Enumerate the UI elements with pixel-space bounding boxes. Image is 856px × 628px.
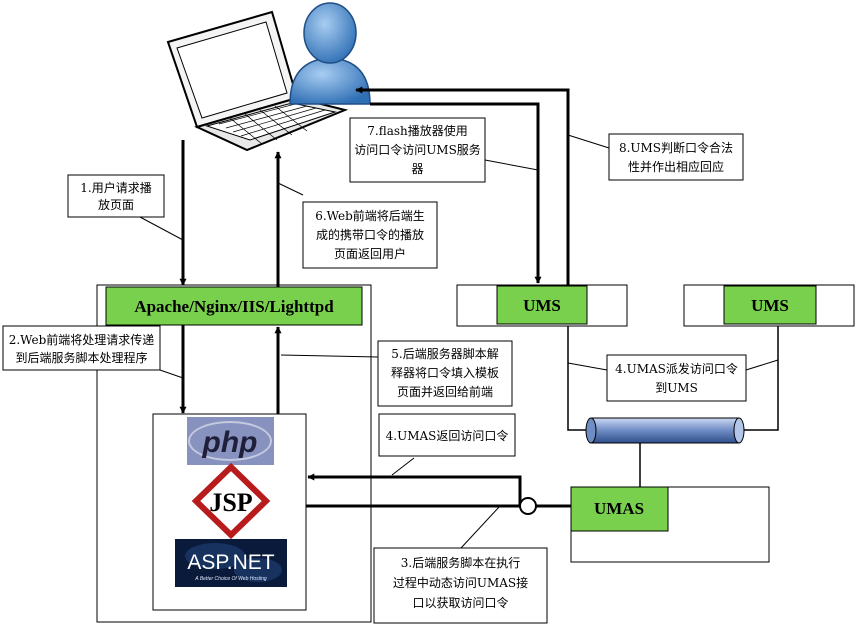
ums-label-1: UMS xyxy=(523,296,561,315)
user-icon xyxy=(289,2,371,105)
callout-step5-line3: 页面并返回给前端 xyxy=(397,384,493,399)
callout-step3: 3.后端服务脚本在执行 过程中动态访问UMAS接 口以获取访问口令 xyxy=(373,547,548,624)
callout-step6-line1: 6.Web前端将后端生 xyxy=(315,208,425,223)
arrow-step7 xyxy=(370,102,542,284)
callout-step7-line3: 器 xyxy=(411,162,423,176)
jsp-logo: JSP xyxy=(191,462,271,540)
callout-step3-line3: 口以获取访问口令 xyxy=(412,595,508,610)
ums-node-2 xyxy=(723,285,817,325)
callout-step7-line2: 访问口令访问UMS服务 xyxy=(354,142,481,157)
junction-node xyxy=(519,497,537,515)
web-server-node xyxy=(105,286,363,326)
callout-step3-line2: 过程中动态访问UMAS接 xyxy=(393,575,528,590)
callout-step8-line2: 性并作出相应回应 xyxy=(628,159,724,174)
line-ums2-db xyxy=(744,326,779,431)
callout-step6: 6.Web前端将后端生 成的携带口令的播放 页面返回用户 xyxy=(302,201,438,269)
callout-step6-line3: 页面返回用户 xyxy=(334,246,406,261)
callout-leaders xyxy=(139,134,779,549)
aspnet-logo: ASP.NET A Better Choice Of Web Hosting xyxy=(175,539,287,587)
arrow-step4-return xyxy=(307,473,522,505)
callout-step7: 7.flash播放器使用 访问口令访问UMS服务 器 xyxy=(349,117,486,183)
php-logo: php xyxy=(187,417,274,465)
callout-step6-line2: 成的携带口令的播放 xyxy=(316,227,424,242)
umas-node xyxy=(570,486,669,532)
callout-step2: 2.Web前端将处理请求传递 到后端服务脚本处理程序 xyxy=(2,325,161,371)
callout-step8-line1: 8.UMS判断口令合法 xyxy=(619,140,733,155)
line-ums1-db xyxy=(567,326,586,431)
ums-node-1 xyxy=(496,285,588,325)
callout-step1-line1: 1.用户请求播 xyxy=(80,180,151,195)
callout-step4-umas-return: 4.UMAS返回访问口令 xyxy=(378,413,516,457)
callout-step1-line2: 放页面 xyxy=(98,197,134,212)
database-cylinder-icon xyxy=(585,417,745,487)
callout-step1: 1.用户请求播 放页面 xyxy=(67,174,165,218)
aspnet-tagline: A Better Choice Of Web Hosting xyxy=(194,576,267,582)
callout-step5: 5.后端服务器脚本解 释器将口令填入模板 页面并返回给前端 xyxy=(377,340,513,407)
arrow-step8 xyxy=(355,86,570,285)
aspnet-logo-text: ASP.NET xyxy=(187,551,274,574)
ums-label-2: UMS xyxy=(751,296,789,315)
jsp-logo-text: JSP xyxy=(209,488,252,517)
callout-step4b-line2: 到UMS xyxy=(655,381,698,395)
umas-label: UMAS xyxy=(594,499,644,518)
callout-step2-line1: 2.Web前端将处理请求传递 xyxy=(9,332,155,347)
callout-step4a-line1: 4.UMAS返回访问口令 xyxy=(386,428,509,443)
php-logo-text: php xyxy=(202,426,258,459)
callout-step4b-line1: 4.UMAS派发访问口令 xyxy=(615,361,738,376)
laptop-icon xyxy=(166,10,349,152)
callout-step7-line1: 7.flash播放器使用 xyxy=(367,123,468,138)
web-server-label: Apache/Nginx/IIS/Lighttpd xyxy=(134,297,334,316)
callout-step4-umas-dispatch: 4.UMAS派发访问口令 到UMS xyxy=(606,354,747,402)
callout-step5-line2: 释器将口令填入模板 xyxy=(391,365,499,380)
callout-step5-line1: 5.后端服务器脚本解 xyxy=(391,346,498,361)
callout-step2-line2: 到后端服务脚本处理程序 xyxy=(15,350,147,365)
web-server-frame xyxy=(96,284,372,623)
callout-step8: 8.UMS判断口令合法 性并作出相应回应 xyxy=(608,133,744,181)
callout-step3-line1: 3.后端服务脚本在执行 xyxy=(401,555,520,570)
